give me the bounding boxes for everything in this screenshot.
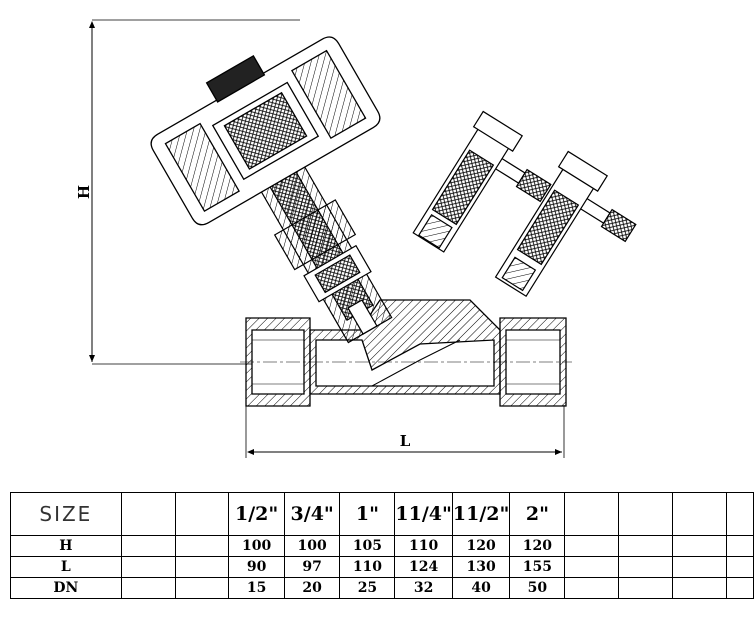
table-cell: 130 xyxy=(451,556,511,578)
header-cell xyxy=(120,492,176,536)
valve-body xyxy=(240,299,572,407)
dimension-l-label: L xyxy=(400,432,411,450)
table-cell: 32 xyxy=(394,577,453,599)
row-label-h: H xyxy=(10,535,122,557)
table-cell: 124 xyxy=(394,556,453,578)
row-label-l: L xyxy=(10,556,122,578)
table-cell xyxy=(564,556,620,578)
table-cell xyxy=(120,535,176,557)
header-cell: 11/2" xyxy=(451,492,511,536)
dimension-h-label: H xyxy=(75,185,93,199)
table-cell: 110 xyxy=(394,535,453,557)
header-cell: 3/4" xyxy=(283,492,341,536)
table-cell xyxy=(174,535,230,557)
header-cell xyxy=(725,492,754,536)
table-cell xyxy=(120,577,176,599)
test-port-2 xyxy=(494,150,637,298)
table-row-dn: DN 15 20 25 32 40 50 xyxy=(10,577,754,599)
header-cell xyxy=(174,492,230,536)
dimension-l: L xyxy=(245,405,565,458)
row-label-dn: DN xyxy=(10,577,122,599)
table-cell xyxy=(672,535,727,557)
table-cell xyxy=(725,577,754,599)
table-cell: 120 xyxy=(509,535,566,557)
table-cell: 110 xyxy=(339,556,396,578)
table-cell xyxy=(725,556,754,578)
test-port-1 xyxy=(412,110,552,253)
table-header-row: SIZE 1/2" 3/4" 1" 11/4" 11/2" 2" xyxy=(10,492,754,536)
table-cell xyxy=(564,577,620,599)
table-cell xyxy=(618,577,674,599)
table-cell: 100 xyxy=(228,535,285,557)
handwheel xyxy=(150,36,381,226)
header-cell: 1/2" xyxy=(228,492,285,536)
table-cell: 20 xyxy=(283,577,341,599)
table-cell: 50 xyxy=(509,577,566,599)
table-cell: 120 xyxy=(451,535,511,557)
table-cell: 97 xyxy=(283,556,341,578)
header-cell xyxy=(672,492,727,536)
table-cell: 25 xyxy=(339,577,396,599)
table-cell: 100 xyxy=(283,535,341,557)
table-cell xyxy=(174,577,230,599)
table-cell: 105 xyxy=(339,535,396,557)
header-cell xyxy=(564,492,620,536)
table-cell: 40 xyxy=(451,577,511,599)
table-cell xyxy=(174,556,230,578)
table-cell xyxy=(672,556,727,578)
table-row-l: L 90 97 110 124 130 155 xyxy=(10,556,754,578)
table-cell: 15 xyxy=(228,577,285,599)
header-cell xyxy=(618,492,674,536)
header-cell: 1" xyxy=(339,492,396,536)
header-cell: 11/4" xyxy=(394,492,453,536)
table-cell xyxy=(120,556,176,578)
size-spec-table: SIZE 1/2" 3/4" 1" 11/4" 11/2" 2" H 100 1… xyxy=(10,492,754,599)
bonnet-assembly xyxy=(242,134,393,344)
header-cell-size: SIZE xyxy=(10,492,122,536)
valve-cross-section-drawing: H L xyxy=(75,19,637,458)
header-cell: 2" xyxy=(509,492,566,536)
table-cell: 155 xyxy=(509,556,566,578)
table-cell xyxy=(672,577,727,599)
table-cell: 90 xyxy=(228,556,285,578)
table-row-h: H 100 100 105 110 120 120 xyxy=(10,535,754,557)
table-cell xyxy=(618,535,674,557)
table-cell xyxy=(618,556,674,578)
table-cell xyxy=(564,535,620,557)
table-cell xyxy=(725,535,754,557)
